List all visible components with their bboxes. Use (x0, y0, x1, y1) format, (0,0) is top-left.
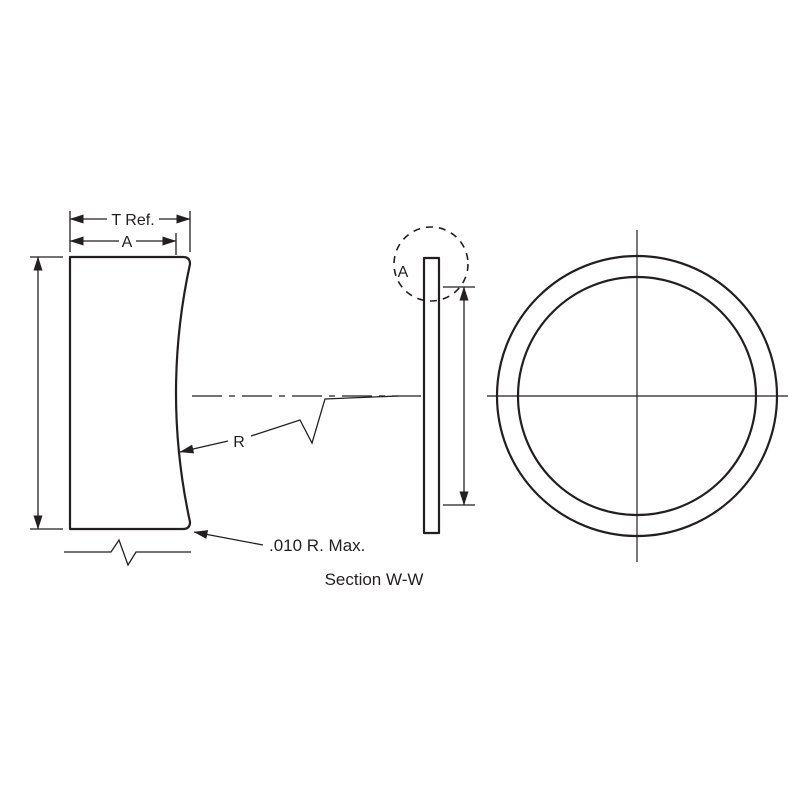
a-dimension-label: A (122, 234, 133, 251)
dimension-t-ref: T Ref. (69, 210, 191, 252)
edge-view: A (393, 226, 475, 535)
dimension-a: A (69, 233, 177, 255)
radius-callout: R (179, 395, 399, 454)
edge-view-outline (422, 256, 441, 535)
dimension-edge-height (443, 286, 475, 506)
front-view (487, 230, 788, 562)
dimension-height (30, 256, 63, 530)
break-line (64, 538, 191, 567)
label-mask (119, 233, 136, 249)
radius-leader-zigzag (250, 395, 399, 445)
inner-circle (516, 275, 758, 517)
section-view: T Ref. A .010 R. Max. (30, 210, 423, 589)
radius-label: R (233, 434, 245, 451)
radius-arrow-line (179, 440, 229, 454)
lens-section-outline (68, 255, 192, 531)
leader-line (193, 530, 264, 546)
section-title: Section W-W (325, 570, 424, 589)
corner-radius-label: .010 R. Max. (269, 536, 365, 555)
corner-radius-callout: .010 R. Max. (193, 530, 365, 555)
detail-callout: A (393, 226, 469, 302)
label-mask (107, 210, 159, 227)
detail-label: A (398, 264, 409, 281)
detail-circle (393, 226, 469, 302)
outer-circle (495, 254, 779, 538)
t-ref-label: T Ref. (111, 212, 154, 229)
